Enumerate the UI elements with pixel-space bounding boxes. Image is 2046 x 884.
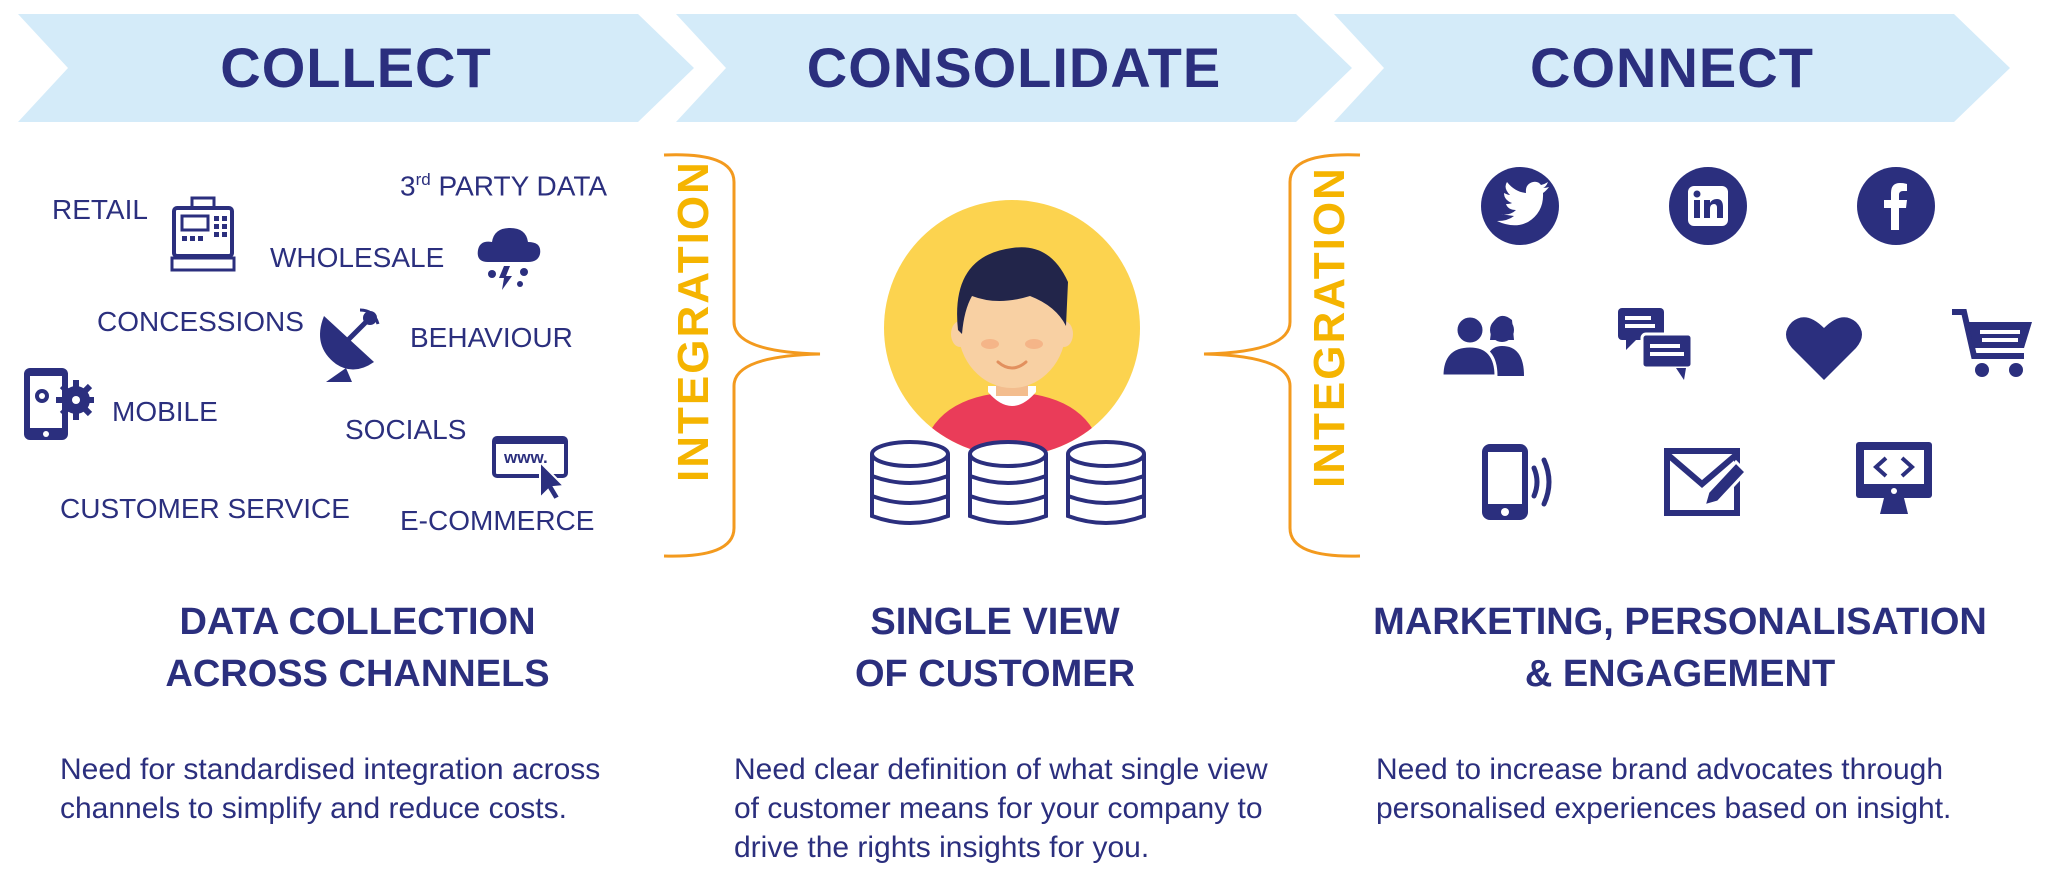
description-connect: Need to increase brand advocates through… [1376,750,2036,828]
stage-collect-banner: COLLECT [18,14,694,122]
heading-collect: DATA COLLECTION ACROSS CHANNELS [60,596,655,700]
www-text: www. [504,448,548,467]
description-connect-line2: personalised experiences based on insigh… [1376,792,1952,825]
integration-label-left: INTEGRATION [669,160,718,482]
third-party-superscript: rd [415,170,431,189]
description-collect-line2: channels to simplify and reduce costs. [60,792,567,825]
left-brace [663,153,821,558]
shopping-cart-icon [1952,309,2032,377]
label-concessions: CONCESSIONS [97,306,304,337]
stage-title-connect: CONNECT [1530,36,1814,99]
label-retail: RETAIL [52,194,148,225]
database-stack-icon-2 [968,440,1048,525]
chevron-shape [18,14,694,122]
twitter-icon [1481,167,1559,245]
label-socials: SOCIALS [345,414,467,445]
label-customer-service: CUSTOMER SERVICE [60,493,350,524]
linkedin-icon [1669,167,1747,245]
stage-connect-banner: CONNECT [1334,14,2010,122]
heart-icon [1786,317,1862,380]
customer-avatar [884,200,1140,456]
third-party-number: 3 [400,170,416,202]
envelope-pencil-icon [1664,448,1749,516]
database-stack-icon-3 [1066,440,1146,525]
description-consolidate-line1: Need clear definition of what single vie… [734,753,1268,786]
heading-connect: MARKETING, PERSONALISATION & ENGAGEMENT [1350,596,2010,700]
label-mobile: MOBILE [112,396,218,427]
description-collect-line1: Need for standardised integration across [60,753,601,786]
people-icon [1440,314,1524,378]
facebook-icon [1857,167,1935,245]
heading-consolidate: SINGLE VIEW OF CUSTOMER [720,596,1270,700]
heading-collect-line1: DATA COLLECTION [179,601,536,643]
label-behaviour: BEHAVIOUR [410,322,573,353]
right-brace [1203,153,1361,558]
heading-collect-line2: ACROSS CHANNELS [165,653,550,695]
chat-bubbles-icon [1618,308,1694,380]
stage-title-consolidate: CONSOLIDATE [806,36,1222,99]
description-connect-line1: Need to increase brand advocates through [1376,753,1944,786]
mobile-gears-icon [24,368,94,440]
monitor-code-icon [1856,442,1932,514]
cloud-rain-icon [477,228,541,290]
web-cursor-icon: www. [492,436,572,502]
database-stack-icon-1 [870,440,950,525]
integration-label-right: INTEGRATION [1305,166,1354,488]
label-wholesale: WHOLESALE [270,242,445,273]
label-ecommerce: E-COMMERCE [400,505,595,536]
chevron-shape [676,14,1352,122]
description-consolidate-line3: drive the rights insights for you. [734,831,1150,864]
heading-connect-line1: MARKETING, PERSONALISATION [1373,601,1987,643]
heading-consolidate-line1: SINGLE VIEW [870,601,1120,643]
cash-register-icon [170,196,236,272]
label-third-party-data: 3rd PARTY DATA [400,170,607,202]
chevron-shape [1334,14,2010,122]
description-collect: Need for standardised integration across… [60,750,680,828]
browser-frame [492,436,568,502]
description-consolidate-line2: of customer means for your company to [734,792,1263,825]
satellite-dish-icon [320,308,380,382]
stage-consolidate-banner: CONSOLIDATE [676,14,1352,122]
stage-title-collect: COLLECT [220,36,492,99]
heading-connect-line2: & ENGAGEMENT [1524,653,1836,695]
third-party-text: PARTY DATA [430,170,608,202]
phone-ringing-icon [1482,444,1552,520]
description-consolidate: Need clear definition of what single vie… [734,750,1354,867]
heading-consolidate-line2: OF CUSTOMER [854,653,1136,695]
